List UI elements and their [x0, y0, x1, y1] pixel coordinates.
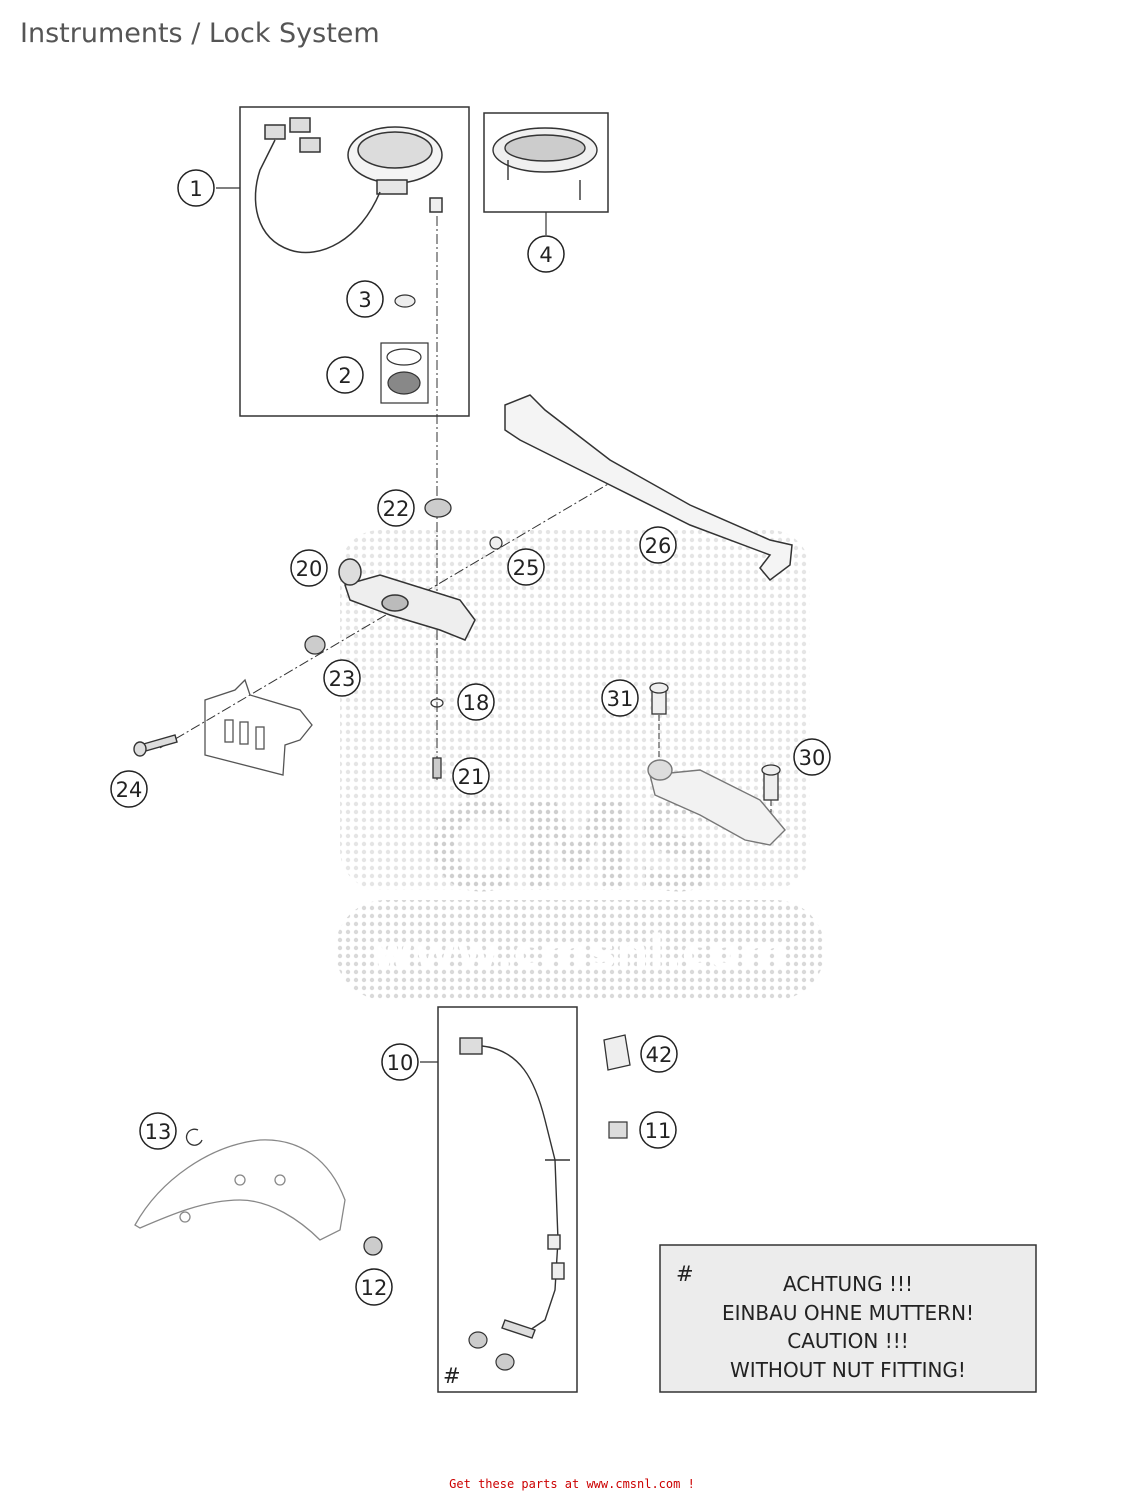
callout-2[interactable]: 2 — [326, 356, 364, 394]
washer-18-drawing — [430, 698, 444, 708]
speed-sensor-drawing — [459, 1037, 570, 1339]
mount-plate-drawing — [204, 678, 313, 776]
callout-42[interactable]: 42 — [640, 1035, 678, 1073]
callout-13[interactable]: 13 — [139, 1112, 177, 1150]
callout-26-label: 26 — [645, 534, 672, 558]
callout-25[interactable]: 25 — [507, 548, 545, 586]
callout-13-label: 13 — [145, 1120, 172, 1144]
callout-31-label: 31 — [607, 687, 634, 711]
callout-30-label: 30 — [799, 746, 826, 770]
clamp-20-drawing — [338, 558, 476, 641]
callout-11[interactable]: 11 — [639, 1111, 677, 1149]
washer-25-drawing — [489, 536, 503, 550]
callout-10[interactable]: 10 — [381, 1043, 419, 1081]
note-line-2: EINBAU OHNE MUTTERN! — [722, 1301, 974, 1325]
instrument-group-box — [239, 106, 470, 417]
callout-20[interactable]: 20 — [290, 549, 328, 587]
note-line-3: CAUTION !!! — [787, 1329, 909, 1353]
nut-23-drawing — [304, 635, 326, 655]
sensor-nuts-drawing — [468, 1331, 515, 1371]
callout-22[interactable]: 22 — [377, 489, 415, 527]
ring-13-drawing — [185, 1128, 203, 1146]
callout-42-label: 42 — [646, 1043, 673, 1067]
caution-note: # ACHTUNG !!! EINBAU OHNE MUTTERN! CAUTI… — [659, 1244, 1037, 1393]
callout-2-label: 2 — [338, 364, 351, 388]
screw-21-drawing — [432, 757, 442, 779]
lower-clamp-drawing — [647, 759, 786, 846]
bolt-31-drawing — [649, 682, 669, 715]
sensor-group-box — [437, 1006, 578, 1393]
bracket-drawing — [504, 394, 793, 582]
callout-4[interactable]: 4 — [527, 235, 565, 273]
callout-18-label: 18 — [463, 691, 490, 715]
callout-30[interactable]: 30 — [793, 738, 831, 776]
callout-23[interactable]: 23 — [323, 659, 361, 697]
callout-10-label: 10 — [387, 1051, 414, 1075]
magnet-42-drawing — [603, 1034, 631, 1071]
callout-20-label: 20 — [296, 557, 323, 581]
callout-21[interactable]: 21 — [452, 757, 490, 795]
callout-31[interactable]: 31 — [601, 679, 639, 717]
spacer-12-drawing — [363, 1236, 383, 1256]
callout-24[interactable]: 24 — [110, 770, 148, 808]
callout-1-label: 1 — [189, 177, 202, 201]
bolt-30-drawing — [761, 764, 781, 801]
reset-button-drawing — [394, 294, 416, 308]
callout-21-label: 21 — [458, 765, 485, 789]
clip-11-drawing — [608, 1121, 628, 1139]
footer-link[interactable]: Get these parts at www.cmsnl.com ! — [449, 1477, 695, 1491]
note-line-1: ACHTUNG !!! — [783, 1272, 913, 1296]
brake-disc-drawing — [134, 1139, 346, 1241]
callout-3[interactable]: 3 — [346, 280, 384, 318]
page-title: Instruments / Lock System — [20, 18, 380, 49]
callout-3-label: 3 — [358, 288, 371, 312]
callout-18[interactable]: 18 — [457, 683, 495, 721]
callout-25-label: 25 — [513, 556, 540, 580]
cover-drawing — [492, 127, 598, 200]
callout-23-label: 23 — [329, 667, 356, 691]
callout-24-label: 24 — [116, 778, 143, 802]
watermark-url: www.cmsnl.com — [371, 925, 788, 979]
callout-1[interactable]: 1 — [177, 169, 215, 207]
hash-marker: # — [443, 1364, 461, 1388]
nut-22-drawing — [424, 498, 452, 518]
callout-12[interactable]: 12 — [355, 1268, 393, 1306]
callout-4-label: 4 — [539, 243, 552, 267]
note-marker: # — [676, 1262, 694, 1286]
bolt-24-drawing — [133, 734, 178, 757]
callout-11-label: 11 — [645, 1119, 672, 1143]
callout-22-label: 22 — [383, 497, 410, 521]
callout-26[interactable]: 26 — [639, 526, 677, 564]
mount-kit-box — [380, 342, 429, 404]
note-line-4: WITHOUT NUT FITTING! — [730, 1358, 966, 1382]
instrument-cluster-drawing — [254, 117, 443, 254]
mount-kit-drawing — [386, 348, 422, 395]
callout-12-label: 12 — [361, 1276, 388, 1300]
